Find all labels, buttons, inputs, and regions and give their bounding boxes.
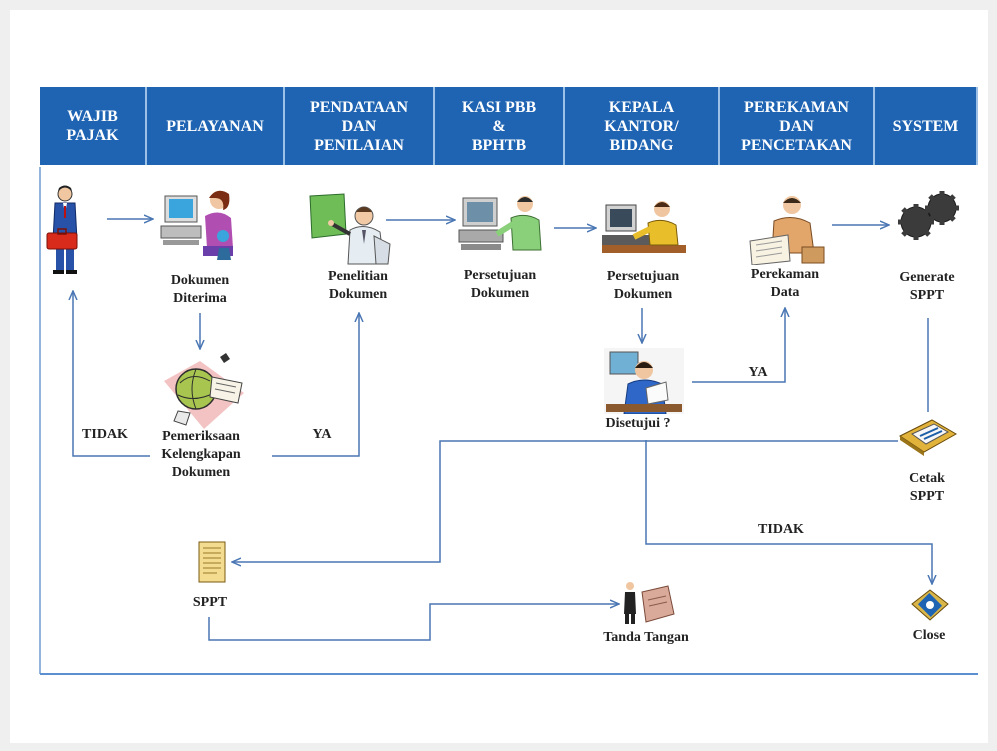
- lane-header-kasi-pbb: KASI PBB & BPHTB: [435, 87, 565, 165]
- lane-header-system: SYSTEM: [875, 87, 978, 165]
- edge-sppt-to-signature: [208, 604, 619, 641]
- node-label-cetak: Cetak SPPT: [909, 471, 945, 504]
- globe-with-papers-icon: [164, 353, 244, 429]
- node-label-close: Close: [912, 628, 946, 643]
- disk-close-icon: [911, 589, 949, 621]
- printer-papers-icon: [899, 419, 958, 456]
- edge-inspection-to-research: [272, 313, 359, 457]
- diagram-canvas: WAJIB PAJAK PELAYANAN PENDATAAN DAN PENI…: [10, 10, 988, 743]
- woman-at-computer-icon: [160, 190, 233, 260]
- node-label-pemeriksaan: Pemeriksaan Kelengkapan Dokumen: [161, 429, 241, 480]
- edge-inspection-back-to-taxpayer: [73, 291, 150, 457]
- lane-header-perekaman: PEREKAMAN DAN PENCETAKAN: [720, 87, 875, 165]
- presenter-at-board-icon: [309, 193, 391, 265]
- flow-connectors: [39, 167, 978, 675]
- node-label-perekaman: Perekaman Data: [750, 267, 820, 300]
- man-at-computer-icon: [458, 196, 542, 251]
- gears-icon: [898, 191, 959, 240]
- document-icon: [198, 541, 226, 583]
- lane-header-pendataan: PENDATAAN DAN PENILAIAN: [285, 87, 435, 165]
- edge-label-tidak-approval: TIDAK: [758, 522, 804, 537]
- man-writing-icon: [749, 196, 825, 265]
- businessman-with-briefcase-icon: [46, 185, 78, 274]
- man-reading-document-icon: [604, 348, 684, 414]
- edge-print-to-sppt: [232, 440, 898, 562]
- node-label-generate: Generate SPPT: [899, 270, 955, 303]
- node-label-dokumen-diterima: Dokumen Diterima: [170, 273, 230, 306]
- edge-label-ya-inspection: YA: [312, 427, 332, 442]
- edge-label-tidak-inspection: TIDAK: [82, 427, 128, 442]
- lane-header-wajib-pajak: WAJIB PAJAK: [40, 87, 147, 165]
- man-signing-icon: [624, 582, 675, 624]
- node-label-tanda-tangan: Tanda Tangan: [603, 630, 689, 645]
- lane-header-kepala-kantor: KEPALA KANTOR/ BIDANG: [565, 87, 720, 165]
- node-label-persetujuan-kasi: Persetujuan Dokumen: [463, 268, 537, 301]
- node-label-sppt: SPPT: [192, 595, 228, 610]
- lane-header-pelayanan: PELAYANAN: [147, 87, 285, 165]
- edge-approval-to-close: [645, 440, 932, 584]
- man-at-desk-computer-icon: [602, 201, 686, 253]
- edge-approval-to-record: [692, 308, 785, 383]
- node-label-penelitian: Penelitian Dokumen: [328, 269, 388, 302]
- edge-label-ya-approval: YA: [748, 365, 768, 380]
- node-label-disetujui: Disetujui ?: [605, 416, 671, 431]
- node-label-persetujuan-kepala: Persetujuan Dokumen: [606, 269, 680, 302]
